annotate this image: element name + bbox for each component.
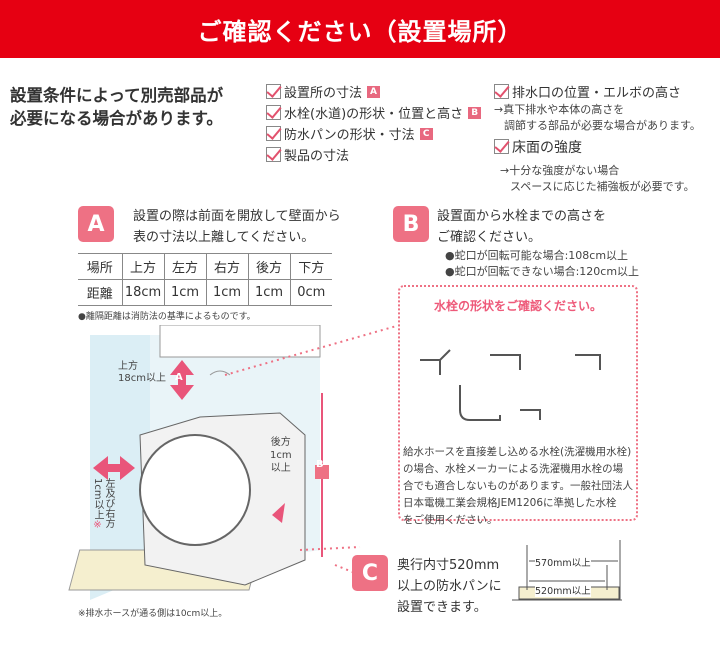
table-cell: 場所 [78,253,122,280]
check-label: 床面の強度 [512,139,582,156]
text: 1cm [270,450,292,461]
table-cell: 後方 [247,253,290,280]
checklist-right: 排水口の位置・エルボの高さ →真下排水や本体の高さを 調節する部品が必要な場合が… [494,81,701,195]
tag-b: B [468,106,482,119]
tag-a: A [367,85,381,98]
table-cell: 1cm [205,279,248,306]
checkbox-icon [266,147,281,162]
checkbox-icon [494,139,509,154]
table-cell: 距離 [78,279,122,306]
page-header: ご確認ください（設置場所） [0,0,720,58]
check-item: 設置所の寸法 A [266,81,481,102]
text-line: をご使用ください。 [403,514,498,526]
arrow-label-b: B [316,459,324,470]
check-note: →十分な強度がない場合 [500,164,620,177]
checkbox-icon [266,105,281,120]
table-cell: 1cm [163,279,206,306]
table-header-row: 場所上方左方右方後方下方 [78,253,332,280]
table-cell: 右方 [205,253,248,280]
table-note: ●離隔距離は消防法の基準によるものです。 [78,312,256,322]
arrow-icons [93,360,285,523]
table-cell: 18cm [121,279,164,306]
text-line: 日本電機工業会規格JEM1206に準拠した水栓 [403,497,617,509]
text-line: 設置できます。 [397,600,487,615]
check-item: 製品の寸法 [266,144,481,165]
text-line: 合でも適合しないものがあります。一般社団法人 [403,480,633,492]
text: 上方 [118,361,138,372]
text: 以上 [270,463,291,474]
faucet-box [398,285,638,521]
label-side: 左及び右方1cm以上※ [92,478,114,548]
check-item: 水栓(水道)の形状・位置と高さ B [266,102,482,123]
check-label: 製品の寸法 [284,149,350,164]
text: ※ [92,519,103,531]
text-line: ご確認ください。 [437,230,542,245]
table-cell: 0cm [289,279,332,306]
check-item: 防水パンの形状・寸法 C [266,123,481,144]
check-item: 排水口の位置・エルボの高さ [494,81,701,102]
bullet: ●蛇口が回転可能な場合:108cm以上 [445,249,629,262]
arrow-label-a: A [175,372,183,383]
badge-b: B [393,206,429,242]
text-line: 給水ホースを直接差し込める水栓(洗濯機用水栓) [403,446,632,458]
check-note: 調節する部品が必要な場合があります。 [504,119,701,132]
checkbox-icon [266,126,281,141]
table-cell: 上方 [121,253,164,280]
check-label: 水栓(水道)の形状・位置と高さ [284,107,464,122]
check-note: スペースに応じた補強板が必要です。 [510,180,695,193]
text-line: 以上の防水パンに [397,579,502,594]
text-line: の場合、水栓メーカーによる洗濯機用水栓の場 [403,463,624,475]
label-back: 後方 1cm 以上 [270,436,292,475]
dim-520: 520mm以上 [535,583,591,597]
check-note: →真下排水や本体の高さを [494,103,625,116]
faucet-box-title: 水栓の形状をご確認ください。 [433,299,602,313]
check-label: 設置所の寸法 [284,86,363,101]
text-line: 設置面から水栓までの高さを [437,209,607,224]
section-a-text: 設置の際は前面を開放して壁面から 表の寸法以上離してください。 [133,206,341,248]
dim-570: 570mm以上 [535,555,591,569]
section-b-text: 設置面から水栓までの高さを ご確認ください。 ●蛇口が回転可能な場合:108cm… [437,206,639,280]
check-item: 床面の強度 [494,136,701,157]
text-line: 設置の際は前面を開放して壁面から [133,209,341,224]
check-label: 排水口の位置・エルボの高さ [512,86,682,101]
text: 左及び右方1cm以上 [92,478,114,528]
footnote: ※排水ホースが通る側は10cm以上。 [78,609,228,619]
section-c-text: 奥行内寸520mm 以上の防水パンに 設置できます。 [397,555,502,618]
bullet: ●蛇口が回転できない場合:120cm以上 [445,265,640,278]
faucet-box-text: 給水ホースを直接差し込める水栓(洗濯機用水栓) の場合、水栓メーカーによる洗濯機… [403,444,633,529]
text-line: 表の寸法以上離してください。 [133,230,315,245]
tag-c: C [419,127,433,140]
badge-c: C [352,555,388,591]
checkbox-icon [494,84,509,99]
checklist-left: 設置所の寸法 A 水栓(水道)の形状・位置と高さ B 防水パンの形状・寸法 C 製品の… [266,81,482,165]
badge-a: A [78,206,114,242]
table-cell: 下方 [289,253,332,280]
text-line: 奥行内寸520mm [397,558,500,573]
washer-illustration [68,325,400,600]
intro-line: 必要になる場合があります。 [10,109,223,128]
faucet-icons [420,349,601,421]
pan-diagram [512,540,622,601]
table-cell: 左方 [163,253,206,280]
table-cell: 1cm [247,279,290,306]
intro-heading: 設置条件によって別売部品が 必要になる場合があります。 [10,84,223,130]
checkbox-icon [266,84,281,99]
text: 後方 [270,437,291,448]
intro-line: 設置条件によって別売部品が [10,86,224,105]
check-label: 防水パンの形状・寸法 [284,128,415,143]
text: 18cm以上 [118,373,166,384]
